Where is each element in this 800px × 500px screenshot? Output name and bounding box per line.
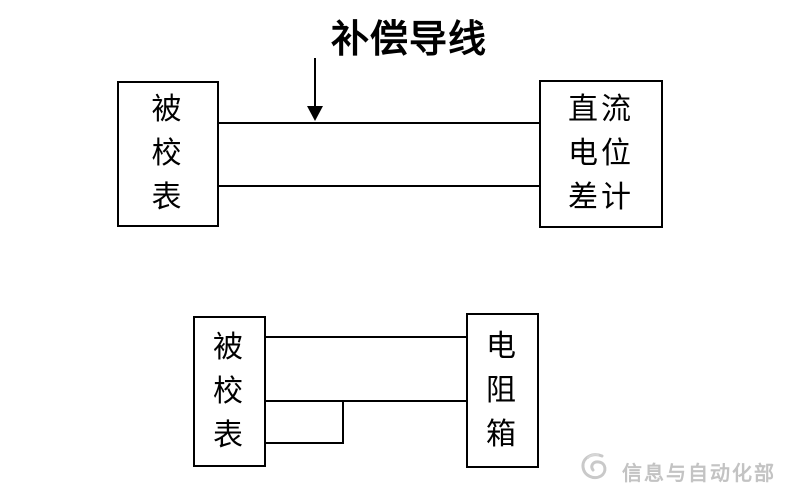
department-logo-icon: [578, 450, 612, 493]
down-arrow-icon: [307, 106, 323, 121]
watermark: 信息与自动化部: [578, 450, 776, 493]
down-arrow-shaft: [314, 58, 316, 107]
device-label: 电 阻 箱: [486, 329, 519, 451]
wire-bottom-middle: [266, 400, 466, 402]
device-box-resistance-box: 电 阻 箱: [466, 313, 539, 468]
wire-top-lower: [219, 185, 539, 187]
device-box-dc-potentiometer: 直流 电位 差计: [539, 80, 663, 228]
compensation-wire-title: 补偿导线: [331, 19, 488, 61]
wire-top-upper: [219, 122, 539, 124]
device-box-meter-under-test-bottom: 被 校 表: [193, 316, 266, 467]
device-box-meter-under-test-top: 被 校 表: [117, 81, 219, 227]
device-label: 被 校 表: [151, 93, 185, 214]
wire-bottom-upper: [266, 336, 466, 338]
wire-bottom-jumper: [266, 442, 344, 444]
watermark-text: 信息与自动化部: [622, 463, 776, 485]
device-label: 被 校 表: [213, 330, 246, 452]
device-label: 直流 电位 差计: [568, 93, 634, 214]
wire-jumper-vertical: [342, 400, 344, 444]
